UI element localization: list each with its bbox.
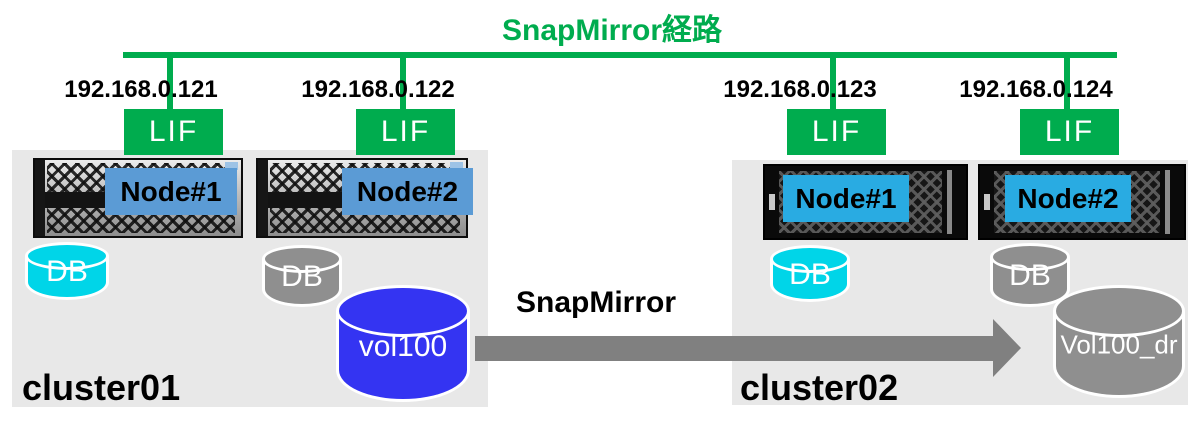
lif-connector-line-4 xyxy=(1064,52,1070,110)
chassis-side-strip xyxy=(35,160,45,236)
chassis-side-strip xyxy=(258,160,268,236)
snapmirror-arrow-body xyxy=(475,336,993,361)
node-label-cluster01-node1: Node#1 xyxy=(105,168,237,215)
lif-box-2: LIF xyxy=(356,109,455,155)
chassis-badge xyxy=(450,162,463,170)
db-cylinder-cluster01-node1: DB xyxy=(25,242,109,300)
lif-box-3: LIF xyxy=(787,109,886,155)
cluster02-name: cluster02 xyxy=(740,367,899,408)
snapmirror-route-title: SnapMirror経路 xyxy=(501,14,723,47)
db-cylinder-cluster01-node2: DB xyxy=(262,245,342,307)
vol100-dr-label: Vol100_dr xyxy=(1060,329,1178,360)
lif-box-1: LIF xyxy=(124,109,223,155)
chassis-handle xyxy=(984,194,990,210)
db-cylinder-cluster02-node1: DB xyxy=(770,245,850,302)
node-label-cluster02-node1: Node#1 xyxy=(783,175,909,222)
lif-connector-line-3 xyxy=(830,52,836,110)
lif-connector-line-1 xyxy=(167,52,173,110)
lif-box-4: LIF xyxy=(1020,109,1119,155)
db-cylinder-cluster02-node2: DB xyxy=(990,243,1070,307)
db-cylinder-label: DB xyxy=(789,257,831,291)
vol100-label: vol100 xyxy=(358,330,448,363)
db-cylinder-label: DB xyxy=(1009,259,1051,293)
vol100-dr-cylinder: Vol100_dr xyxy=(1053,285,1185,398)
chassis-side-strip xyxy=(1165,170,1170,234)
lif-ip-2: 192.168.0.122 xyxy=(301,76,455,103)
lif-ip-4: 192.168.0.124 xyxy=(959,76,1113,103)
snapmirror-arrow-head xyxy=(993,319,1021,377)
snapmirror-label: SnapMirror xyxy=(516,286,677,319)
chassis-badge xyxy=(225,162,238,170)
node-label-cluster02-node2: Node#2 xyxy=(1005,175,1131,222)
db-cylinder-label: DB xyxy=(46,255,88,289)
node-label-cluster01-node2: Node#2 xyxy=(342,168,473,215)
lif-connector-line-2 xyxy=(400,52,406,110)
chassis-handle xyxy=(769,194,775,210)
snapmirror-route-bus-line xyxy=(123,52,1117,58)
lif-ip-3: 192.168.0.123 xyxy=(723,76,877,103)
cluster01-name: cluster01 xyxy=(22,367,181,408)
chassis-side-strip xyxy=(947,170,952,234)
vol100-cylinder: vol100 xyxy=(336,285,470,402)
db-cylinder-label: DB xyxy=(281,260,323,294)
lif-ip-1: 192.168.0.121 xyxy=(64,76,218,103)
